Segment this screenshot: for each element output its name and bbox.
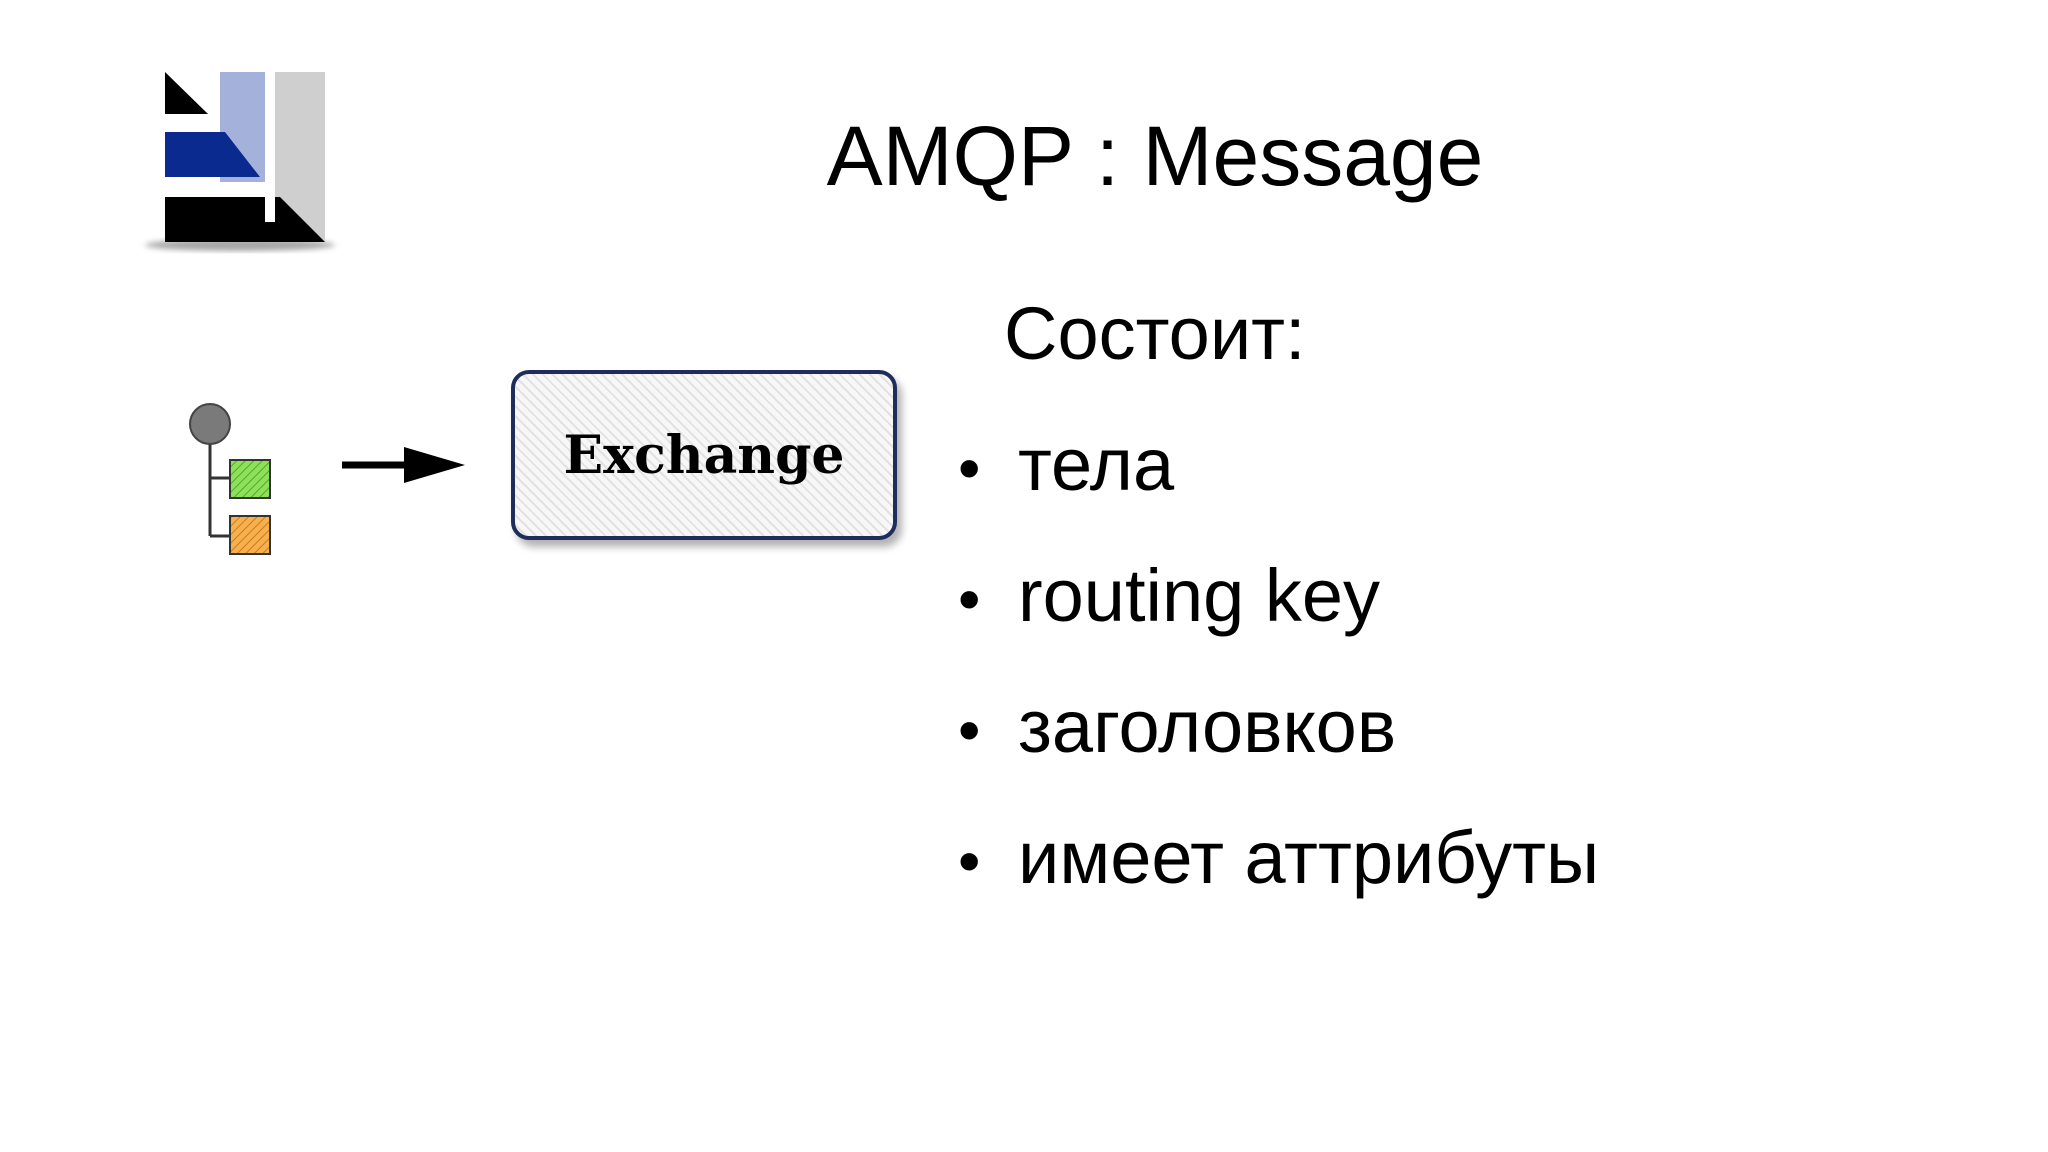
bullet-dot: • [958, 825, 981, 897]
bullet-item: • имеет аттрибуты [958, 813, 1599, 944]
bullet-text: тела [1018, 423, 1175, 506]
bullet-list: • тела • routing key • заголовков • имее… [958, 420, 1599, 944]
bullet-dot: • [958, 563, 981, 635]
arrow-right-icon [342, 447, 465, 483]
bullet-dot: • [958, 694, 981, 766]
logo-icon [145, 72, 335, 251]
bullet-text: заголовков [1018, 685, 1397, 768]
subheading: Состоит: [1004, 292, 1306, 375]
bullet-item: • тела [958, 420, 1599, 551]
exchange-box: Exchange [511, 370, 897, 540]
bullet-text: routing key [1018, 554, 1380, 637]
bullet-item: • routing key [958, 551, 1599, 682]
bullet-item: • заголовков [958, 682, 1599, 813]
bullet-dot: • [958, 432, 981, 504]
page-title: AMQP : Message [826, 109, 1484, 203]
message-icon [189, 403, 271, 555]
bullet-text: имеет аттрибуты [1018, 816, 1600, 899]
exchange-label: Exchange [563, 424, 845, 486]
